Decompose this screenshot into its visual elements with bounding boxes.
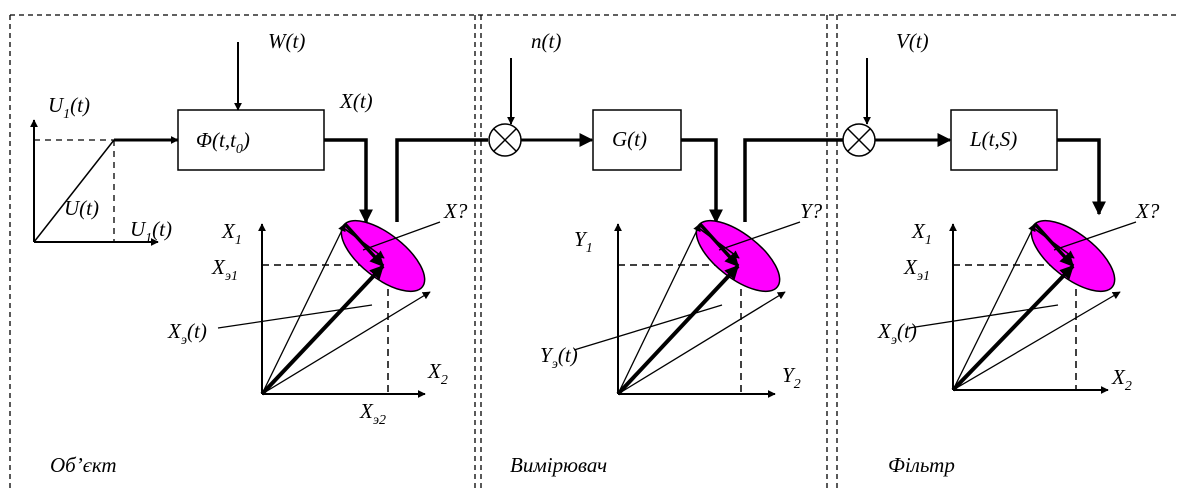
error-ellipse	[1030, 219, 1116, 293]
object-output-path	[324, 138, 488, 224]
plot2-y-axis-label: Y1	[574, 227, 593, 256]
u1-label: U1(t)	[48, 93, 90, 122]
phi-label: Φ(t,t0)	[196, 128, 250, 157]
u1-axis-label: U1(t)	[130, 217, 172, 246]
phi-block	[177, 109, 325, 171]
u-vector-label: U(t)	[64, 196, 99, 220]
filter-output-path	[1057, 138, 1106, 216]
g-block	[592, 109, 682, 171]
meter-output-path	[681, 138, 843, 224]
section-meter-label: Вимірювач	[510, 453, 607, 477]
w-label: W(t)	[268, 29, 305, 53]
plot3-question-label: X?	[1135, 199, 1160, 223]
section-object-label: Об’єкт	[50, 453, 117, 477]
plot1-y-axis-label: X1	[221, 219, 242, 248]
plot1-estimate-label: Xэ(t)	[167, 319, 207, 348]
error-ellipse	[695, 219, 781, 293]
plot1-x-estimate-label: Xэ2	[359, 399, 386, 428]
state-plot-meter	[573, 219, 801, 398]
plot3-x-axis-label: X2	[1111, 365, 1132, 394]
v-label: V(t)	[896, 29, 929, 53]
plot2-estimate-label: Yэ(t)	[540, 343, 578, 372]
plot1-question-label: X?	[443, 199, 468, 223]
section-filter-label: Фільтр	[888, 453, 955, 477]
error-ellipse	[340, 219, 426, 293]
plot2-x-axis-label: Y2	[782, 363, 801, 392]
x-signal-label: X(t)	[339, 89, 373, 113]
n-label: n(t)	[531, 29, 561, 53]
input-vector-plot	[30, 119, 179, 246]
plot3-y-axis-label: X1	[911, 219, 932, 248]
plot1-x-axis-label: X2	[427, 359, 448, 388]
plot1-y-estimate-label: Xэ1	[211, 255, 238, 284]
state-plot-object	[217, 219, 441, 398]
plot3-y-estimate-label: Xэ1	[903, 255, 930, 284]
state-plot-filter	[908, 219, 1137, 394]
plot3-estimate-label: Xэ(t)	[877, 319, 917, 348]
plot2-question-label: Y?	[800, 199, 823, 223]
section-borders	[9, 14, 1177, 489]
l-label: L(t,S)	[969, 127, 1017, 151]
g-label: G(t)	[612, 127, 647, 151]
